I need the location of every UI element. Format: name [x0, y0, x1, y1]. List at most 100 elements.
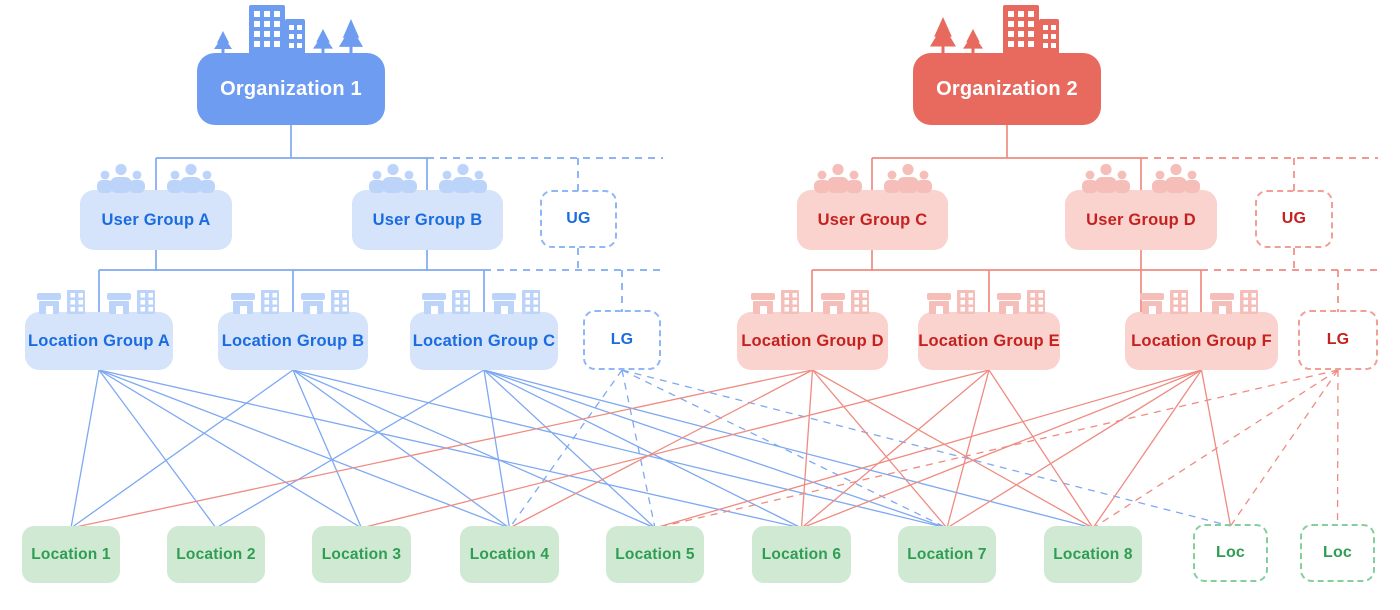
- node-label: Loc: [1322, 544, 1353, 561]
- organization-1-node: Organization 1: [197, 5, 385, 125]
- assignment-line: [98, 369, 362, 529]
- node-label: Location 2: [176, 545, 256, 563]
- user-group-c-node: User Group C: [797, 163, 948, 250]
- node-label: User Group D: [1086, 210, 1196, 229]
- assignment-line: [508, 369, 623, 529]
- assignment-line: [292, 369, 948, 529]
- node-label: Location Group D: [741, 331, 884, 350]
- node-label: Location Group B: [221, 331, 365, 350]
- node-label: Location 3: [321, 545, 402, 563]
- location-7-node: Location 7: [898, 526, 996, 583]
- node-label: Location 7: [907, 545, 987, 563]
- assignment-line: [812, 369, 1094, 529]
- location-2-node: Location 2: [167, 526, 265, 583]
- user-group-placeholder-blue-node: UG: [540, 190, 617, 248]
- node-label: Location Group A: [28, 331, 170, 350]
- storefronts-icon: [231, 290, 349, 314]
- location-group-e-node: Location Group E: [918, 290, 1060, 370]
- node-label: Location Group C: [412, 331, 556, 350]
- node-label: UG: [1281, 210, 1307, 227]
- node-label: Organization 2: [936, 77, 1078, 100]
- assignment-line: [292, 369, 656, 529]
- location-8-node: Location 8: [1044, 526, 1142, 583]
- people-group-icon: [1082, 163, 1200, 193]
- location-group-c-node: Location Group C: [410, 290, 558, 370]
- node-label: UG: [566, 210, 591, 227]
- assignment-line: [483, 369, 1094, 529]
- storefronts-icon: [1139, 290, 1258, 314]
- location-placeholder-1-node: Loc: [1193, 524, 1268, 582]
- node-label: Location 6: [761, 545, 842, 563]
- people-group-icon: [97, 163, 215, 193]
- assignment-line: [292, 369, 363, 529]
- assignment-line: [483, 369, 802, 529]
- location-6-node: Location 6: [752, 526, 851, 583]
- user-group-placeholder-red-node: UG: [1255, 190, 1333, 248]
- storefronts-icon: [750, 290, 869, 314]
- assignment-line: [483, 369, 511, 529]
- assignment-line: [812, 369, 948, 529]
- storefronts-icon: [37, 290, 155, 314]
- assignment-line: [1229, 369, 1339, 527]
- assignment-line: [1092, 369, 1203, 529]
- user-group-b-node: User Group B: [352, 163, 503, 250]
- assignment-line: [70, 369, 294, 529]
- node-label: Location 1: [31, 545, 111, 563]
- storefronts-icon: [927, 290, 1045, 314]
- node-label: User Group B: [372, 210, 483, 229]
- assignment-line: [621, 369, 948, 529]
- node-label: User Group C: [817, 210, 928, 229]
- node-label: Location 4: [469, 545, 550, 563]
- location-group-placeholder-blue-node: LG: [583, 310, 661, 370]
- assignment-line: [292, 369, 510, 529]
- assignment-line: [1336, 369, 1339, 527]
- location-1-node: Location 1: [22, 526, 120, 583]
- assignment-line: [654, 369, 1202, 529]
- location-4-node: Location 4: [460, 526, 559, 583]
- node-label: LG: [1326, 331, 1350, 348]
- assignment-line: [70, 369, 813, 529]
- organization-2-node: Organization 2: [913, 5, 1101, 125]
- people-group-icon: [368, 163, 487, 193]
- city-and-trees-icon: [214, 5, 363, 55]
- location-group-b-node: Location Group B: [218, 290, 368, 370]
- node-label: Organization 1: [220, 77, 362, 100]
- assignment-line: [361, 369, 990, 529]
- node-label: Location Group F: [1131, 331, 1272, 350]
- node-label: Location 5: [615, 545, 695, 563]
- assignment-line: [988, 369, 1094, 529]
- assignment-line: [70, 369, 100, 529]
- assignment-line: [1092, 369, 1339, 529]
- city-and-trees-icon: [930, 5, 1059, 55]
- location-group-placeholder-red-node: LG: [1298, 310, 1378, 370]
- assignment-line: [215, 369, 485, 529]
- assignment-line: [946, 369, 1202, 529]
- assignment-line: [801, 369, 990, 529]
- assignment-line: [800, 369, 814, 529]
- location-group-d-node: Location Group D: [737, 290, 888, 370]
- assignment-line: [621, 369, 1231, 527]
- assignment-line: [509, 369, 813, 529]
- assignment-line: [621, 369, 656, 529]
- people-group-icon: [813, 163, 932, 193]
- location-group-a-node: Location Group A: [25, 290, 173, 370]
- storefronts-icon: [422, 290, 540, 314]
- user-group-a-node: User Group A: [80, 163, 232, 250]
- assignment-line: [98, 369, 510, 529]
- location-3-node: Location 3: [312, 526, 411, 583]
- user-group-d-node: User Group D: [1065, 163, 1217, 250]
- assignment-line: [483, 369, 656, 529]
- assignment-line: [946, 369, 990, 529]
- node-label: User Group A: [101, 210, 211, 229]
- node-label: Location Group E: [918, 331, 1060, 350]
- location-group-f-node: Location Group F: [1125, 290, 1278, 370]
- node-label: LG: [610, 331, 634, 348]
- location-placeholder-2-node: Loc: [1300, 524, 1375, 582]
- assignment-line: [98, 369, 802, 529]
- node-label: Loc: [1215, 544, 1246, 561]
- location-5-node: Location 5: [606, 526, 704, 583]
- assignment-line: [801, 369, 1202, 529]
